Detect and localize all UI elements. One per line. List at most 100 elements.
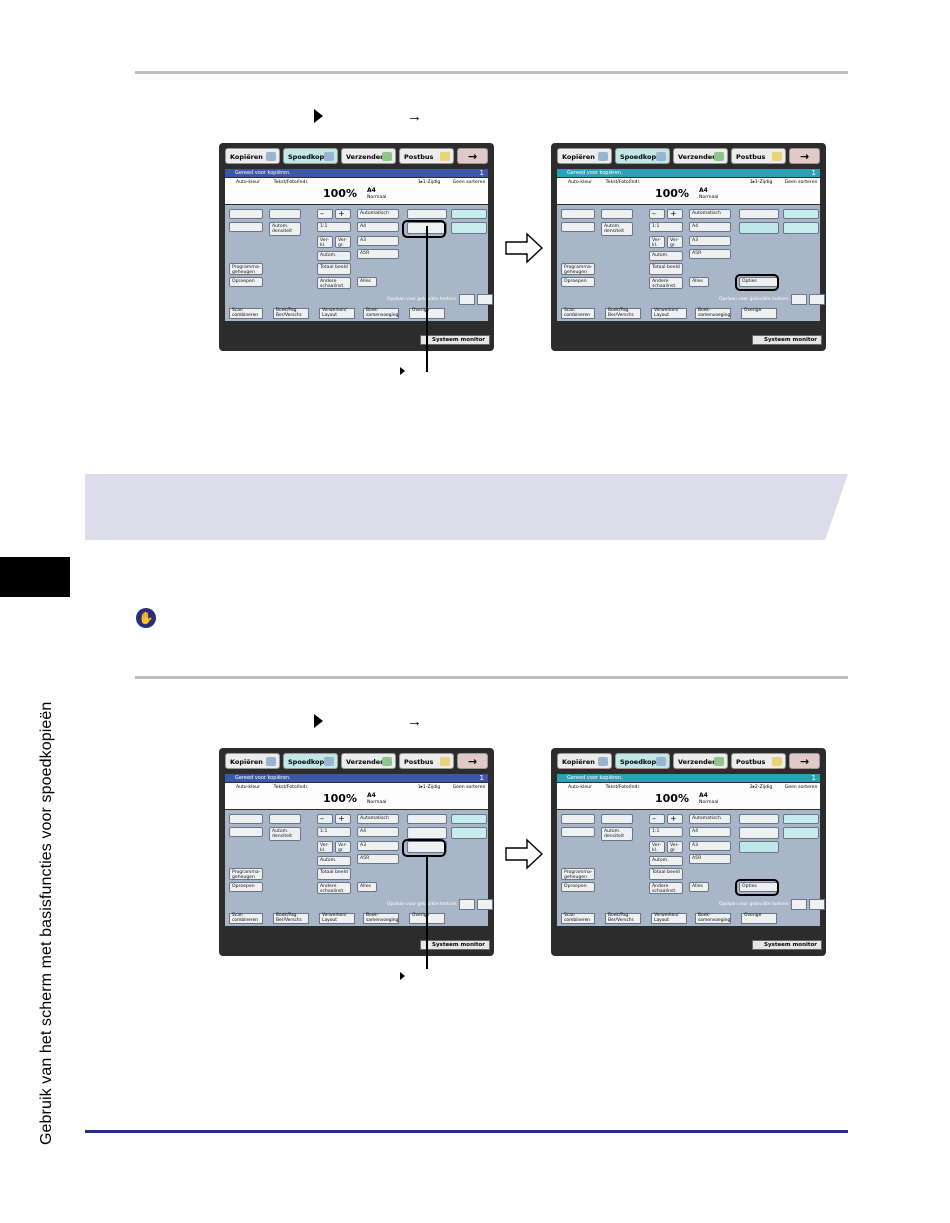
book-page-button[interactable]: Boek/Pag. Ber/Verschr. xyxy=(273,913,309,924)
auto-zoom-button[interactable]: Autom. xyxy=(317,251,351,261)
system-monitor-button[interactable]: Systeem monitor xyxy=(752,940,822,950)
paper-a4-button[interactable]: A4 xyxy=(357,827,399,837)
booklet-button[interactable]: Boek-samenvoeging xyxy=(363,913,399,924)
paper-a5-button[interactable]: A5R xyxy=(689,249,731,259)
tab-postbus[interactable]: Postbus xyxy=(731,753,786,769)
sort-button[interactable] xyxy=(451,209,487,219)
density-button[interactable] xyxy=(601,209,633,219)
duplex-2-2-button[interactable] xyxy=(739,841,779,853)
favorite-key-icon[interactable] xyxy=(809,294,825,305)
other-ratio-button[interactable]: Andere schaalinst. xyxy=(649,277,683,289)
auto-zoom-button[interactable]: Autom. xyxy=(649,251,683,261)
booklet-button[interactable]: Boek-samenvoeging xyxy=(695,913,731,924)
zoom-plus-button[interactable]: + xyxy=(667,814,683,824)
total-view-button[interactable]: Totaal beeld xyxy=(317,868,351,880)
booklet-button[interactable]: Boek-samenvoeging xyxy=(363,308,399,319)
sort-button[interactable] xyxy=(451,814,487,824)
tab-kopieren[interactable]: Kopiëren xyxy=(225,148,280,164)
reduce-button[interactable]: Ver-kl. xyxy=(649,841,665,853)
all-button[interactable]: Alles xyxy=(357,277,377,287)
sort-button[interactable] xyxy=(783,814,819,824)
layout-button[interactable]: Verwerken/ Layout xyxy=(651,913,687,924)
color-button[interactable] xyxy=(561,209,595,219)
auto-density-button[interactable]: Autom. densiteit xyxy=(269,827,301,841)
duplex-button[interactable] xyxy=(407,814,447,824)
color-mode-button[interactable] xyxy=(229,827,263,837)
next-arrow-button[interactable] xyxy=(789,753,820,770)
tab-postbus[interactable]: Postbus xyxy=(731,148,786,164)
programs-button[interactable]: Programma-geheugen xyxy=(229,868,263,880)
total-view-button[interactable]: Totaal beeld xyxy=(317,263,351,275)
tab-verzenden[interactable]: Verzenden xyxy=(341,148,396,164)
favorite-key-icon[interactable] xyxy=(459,899,475,910)
favorite-key-icon[interactable] xyxy=(477,294,493,305)
paper-a4-button[interactable]: A4 xyxy=(689,222,731,232)
density-button[interactable] xyxy=(269,209,301,219)
zoom-minus-button[interactable]: – xyxy=(317,814,333,824)
tab-verzenden[interactable]: Verzenden xyxy=(341,753,396,769)
auto-density-button[interactable]: Autom. densiteit xyxy=(601,827,633,841)
color-mode-button[interactable] xyxy=(561,827,595,837)
next-arrow-button[interactable] xyxy=(457,753,488,770)
tab-spoedkopie[interactable]: Spoedkopie xyxy=(283,753,338,769)
color-button[interactable] xyxy=(229,209,263,219)
paper-a4-button[interactable]: A4 xyxy=(689,827,731,837)
paper-a5-button[interactable]: A5R xyxy=(357,854,399,864)
ratio-button[interactable]: 1:1 xyxy=(317,827,351,837)
all-button[interactable]: Alles xyxy=(689,277,709,287)
enlarge-button[interactable]: Ver-gr. xyxy=(335,841,351,853)
favorite-key-icon[interactable] xyxy=(809,899,825,910)
reduce-button[interactable]: Ver-kl. xyxy=(317,841,333,853)
tab-spoedkopie[interactable]: Spoedkopie xyxy=(615,148,670,164)
group-button[interactable] xyxy=(451,827,487,839)
layout-button[interactable]: Verwerken/ Layout xyxy=(319,913,355,924)
reduce-button[interactable]: Ver-kl. xyxy=(317,236,333,248)
color-mode-button[interactable] xyxy=(561,222,595,232)
tab-verzenden[interactable]: Verzenden xyxy=(673,148,728,164)
sort-button[interactable] xyxy=(783,209,819,219)
tab-verzenden[interactable]: Verzenden xyxy=(673,753,728,769)
duplex-button[interactable] xyxy=(739,814,779,824)
paper-a4-button[interactable]: A4 xyxy=(357,222,399,232)
scan-combine-button[interactable]: Scan combineren xyxy=(229,308,263,319)
programs-button[interactable]: Programma-geheugen xyxy=(229,263,263,275)
recall-button[interactable]: Oproepen xyxy=(561,882,595,892)
enlarge-button[interactable]: Ver-gr. xyxy=(335,236,351,248)
auto-density-button[interactable]: Autom. densiteit xyxy=(601,222,633,236)
zoom-plus-button[interactable]: + xyxy=(667,209,683,219)
other-ratio-button[interactable]: Andere schaalinst. xyxy=(317,882,351,894)
ratio-button[interactable]: 1:1 xyxy=(649,827,683,837)
favorite-key-icon[interactable] xyxy=(791,294,807,305)
density-button[interactable] xyxy=(601,814,633,824)
favorite-key-icon[interactable] xyxy=(791,899,807,910)
group-button[interactable] xyxy=(451,222,487,234)
recall-button[interactable]: Oproepen xyxy=(229,277,263,287)
favorite-key-icon[interactable] xyxy=(477,899,493,910)
auto-paper-button[interactable]: Automatisch xyxy=(357,814,399,824)
enlarge-button[interactable]: Ver-gr. xyxy=(667,841,683,853)
tab-kopieren[interactable]: Kopiëren xyxy=(557,753,612,769)
auto-paper-button[interactable]: Automatisch xyxy=(689,814,731,824)
total-view-button[interactable]: Totaal beeld xyxy=(649,868,683,880)
ratio-button[interactable]: 1:1 xyxy=(317,222,351,232)
book-page-button[interactable]: Boek/Pag. Ber/Verschr. xyxy=(605,913,641,924)
scan-combine-button[interactable]: Scan combineren xyxy=(229,913,263,924)
tab-spoedkopie[interactable]: Spoedkopie xyxy=(615,753,670,769)
zoom-minus-button[interactable]: – xyxy=(649,814,665,824)
density-button[interactable] xyxy=(269,814,301,824)
tab-kopieren[interactable]: Kopiëren xyxy=(557,148,612,164)
duplex-2-2-button[interactable] xyxy=(407,841,447,853)
other-ratio-button[interactable]: Andere schaalinst. xyxy=(649,882,683,894)
ratio-button[interactable]: 1:1 xyxy=(649,222,683,232)
auto-paper-button[interactable]: Automatisch xyxy=(689,209,731,219)
auto-zoom-button[interactable]: Autom. xyxy=(317,856,351,866)
scan-combine-button[interactable]: Scan combineren xyxy=(561,913,595,924)
other-ratio-button[interactable]: Andere schaalinst. xyxy=(317,277,351,289)
group-button[interactable] xyxy=(783,827,819,839)
duplex-button[interactable] xyxy=(407,209,447,219)
next-arrow-button[interactable] xyxy=(457,148,488,165)
color-mode-button[interactable] xyxy=(229,222,263,232)
overview-button[interactable]: Overige xyxy=(741,308,777,319)
zoom-plus-button[interactable]: + xyxy=(335,209,351,219)
all-button[interactable]: Alles xyxy=(689,882,709,892)
